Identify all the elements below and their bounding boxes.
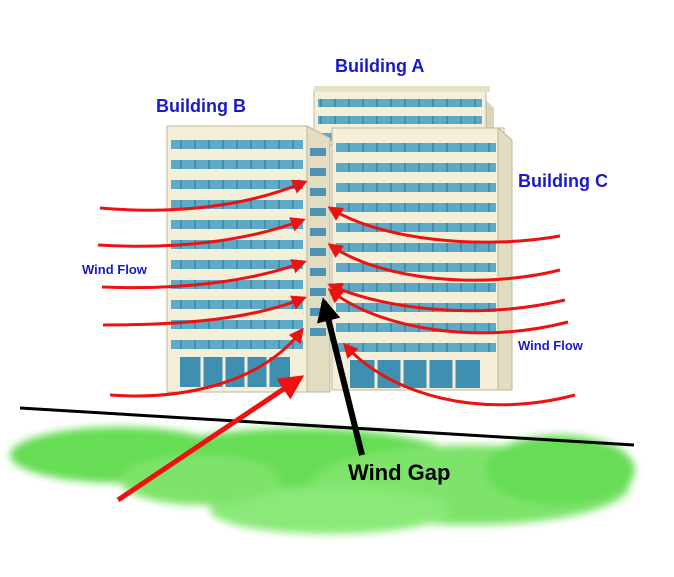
building-c <box>331 126 513 391</box>
label-wind-gap: Wind Gap <box>348 460 451 485</box>
wind-arrows-left <box>97 179 308 398</box>
wind-arrow <box>327 283 566 313</box>
wind-arrow <box>109 327 304 398</box>
ground-line <box>19 406 635 447</box>
wind-arrows-right <box>327 206 576 407</box>
wind-gap-arrow <box>316 297 365 456</box>
wind-arrow <box>99 179 308 212</box>
wind-arrow <box>97 217 306 248</box>
label-building-a: Building A <box>335 56 425 76</box>
label-building-c: Building C <box>518 171 608 191</box>
wind-arrow <box>327 243 561 282</box>
label-wind-flow-right: Wind Flow <box>518 338 583 353</box>
grass-area <box>10 427 635 534</box>
label-wind-flow-left: Wind Flow <box>82 262 147 277</box>
wind-arrow <box>327 288 569 335</box>
wind-arrow <box>101 259 307 290</box>
wind-arrow <box>102 295 307 327</box>
wind-arrow <box>342 342 576 407</box>
ground-wind-arrow <box>116 375 305 503</box>
building-b <box>166 125 331 393</box>
label-building-b: Building B <box>156 96 246 116</box>
wind-arrow <box>327 206 561 244</box>
